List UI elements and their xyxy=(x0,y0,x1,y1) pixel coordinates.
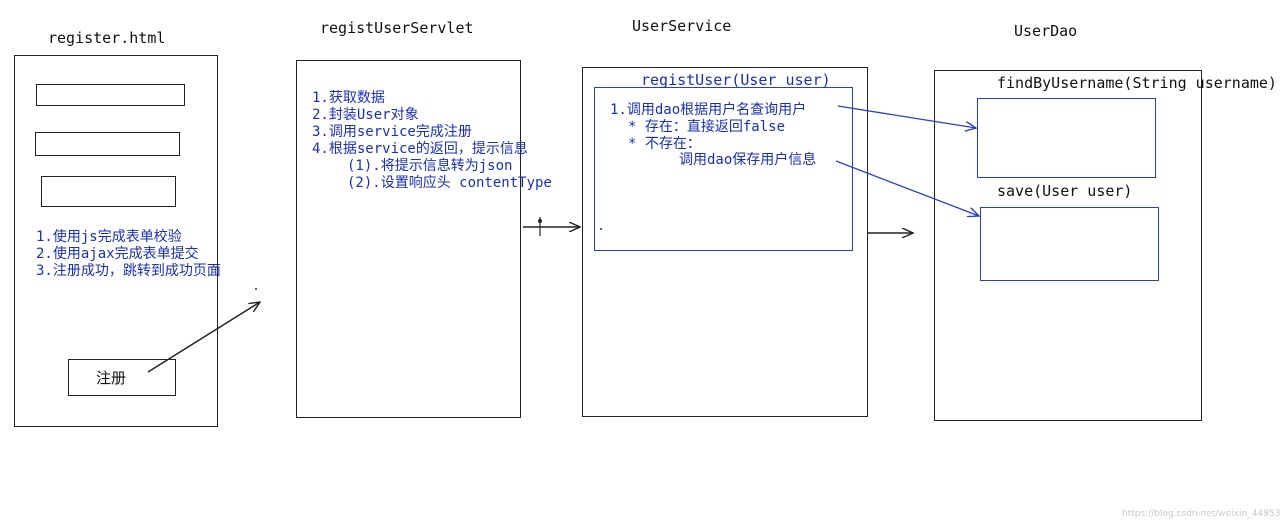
service-line-3: * 不存在： xyxy=(628,136,701,152)
dao-save-method-box xyxy=(980,207,1159,281)
register-note-3: 3.注册成功，跳转到成功页面 xyxy=(36,263,221,279)
register-input-1[interactable] xyxy=(36,84,185,106)
servlet-line-6: (2).设置响应头 contentType xyxy=(347,175,552,191)
dao-box xyxy=(934,70,1202,421)
register-page-title: register.html xyxy=(48,29,166,47)
dao-find-method-box xyxy=(977,98,1156,178)
arrow-query-to-find xyxy=(837,105,976,128)
servlet-line-2: 2.封装User对象 xyxy=(312,107,419,123)
service-method-box xyxy=(594,87,853,251)
register-input-3[interactable] xyxy=(41,176,176,207)
servlet-line-3: 3.调用service完成注册 xyxy=(312,124,472,140)
service-line-4: 调用dao保存用户信息 xyxy=(679,152,817,168)
stray-dot-2 xyxy=(600,228,602,230)
arrow-servlet-cross-dot xyxy=(538,219,542,223)
servlet-line-1: 1.获取数据 xyxy=(312,90,385,106)
register-note-2: 2.使用ajax完成表单提交 xyxy=(36,246,199,262)
register-note-1: 1.使用js完成表单校验 xyxy=(36,229,182,245)
watermark: https://blog.csdn.net/weixin_44953354 xyxy=(1122,509,1280,519)
dao-find-method-title: findByUsername(String username) xyxy=(997,74,1277,92)
service-line-2: * 存在：直接返回false xyxy=(628,119,786,135)
service-box xyxy=(582,67,868,417)
arrow-save-to-dao-save xyxy=(835,160,979,216)
service-line-1: 1.调用dao根据用户名查询用户 xyxy=(610,102,807,118)
service-title: UserService xyxy=(632,17,732,35)
stray-dot-1 xyxy=(255,288,257,290)
servlet-line-5: (1).将提示信息转为json xyxy=(347,158,513,174)
service-method-title: registUser(User user) xyxy=(641,71,831,89)
register-button[interactable]: 注册 xyxy=(68,359,176,396)
servlet-line-4: 4.根据service的返回，提示信息 xyxy=(312,141,528,157)
register-input-2[interactable] xyxy=(35,132,180,156)
servlet-box xyxy=(296,60,521,418)
dao-save-method-title: save(User user) xyxy=(997,182,1133,200)
register-page-box xyxy=(14,55,218,427)
arrow-register-to-servlet xyxy=(147,302,260,373)
register-button-label: 注册 xyxy=(95,369,126,387)
dao-title: UserDao xyxy=(1014,22,1078,40)
servlet-title: registUserServlet xyxy=(320,19,474,37)
